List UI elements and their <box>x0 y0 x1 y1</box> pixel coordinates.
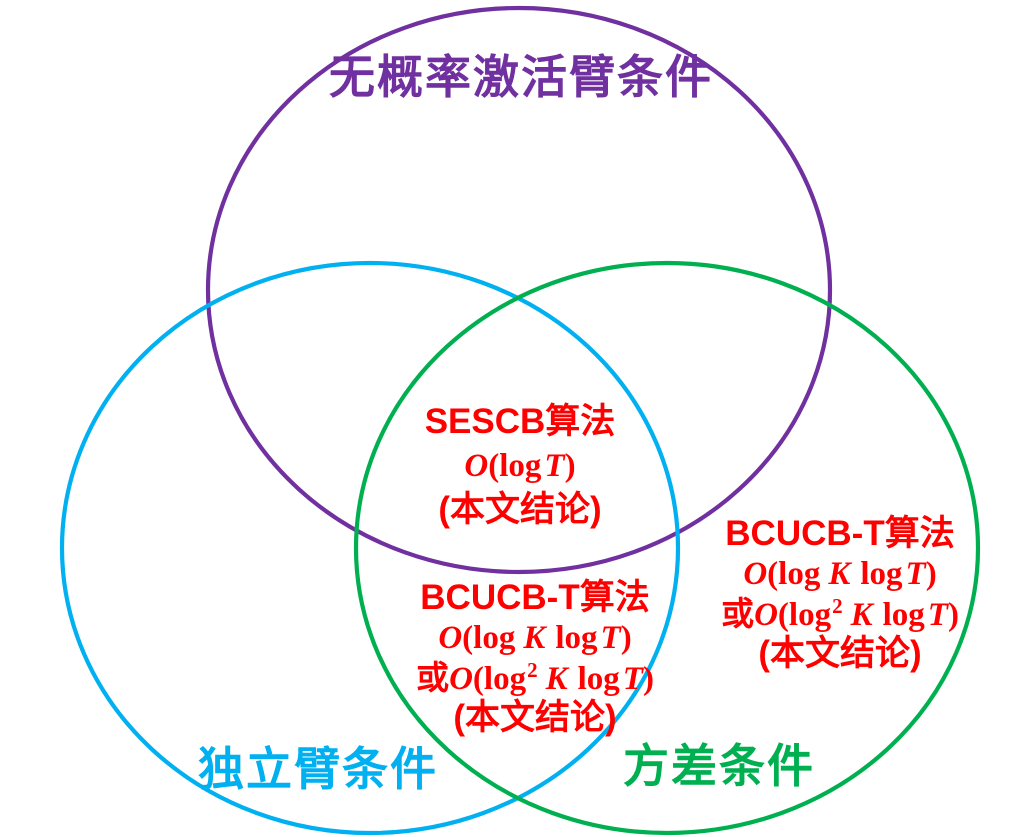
bcucb-right-title: BCUCB-T算法 <box>725 514 955 553</box>
right-set-ellipse <box>353 260 981 836</box>
sescb-result-block: SESCB算法 O(logT) (本文结论) <box>425 400 616 532</box>
sescb-note: (本文结论) <box>438 490 602 529</box>
bcucb-center-note: (本文结论) <box>453 698 617 737</box>
bcucb-center-title: BCUCB-T算法 <box>420 578 650 617</box>
right-set-label: 方差条件 <box>623 740 815 792</box>
bcucb-right-note: (本文结论) <box>758 634 922 673</box>
left-set-label: 独立臂条件 <box>198 743 438 795</box>
left-set-ellipse <box>59 260 681 836</box>
top-set-label: 无概率激活臂条件 <box>329 51 713 103</box>
top-set-ellipse <box>205 5 833 575</box>
sescb-title: SESCB算法 <box>424 402 616 441</box>
sescb-regret-bound: O(logT) <box>464 448 576 484</box>
